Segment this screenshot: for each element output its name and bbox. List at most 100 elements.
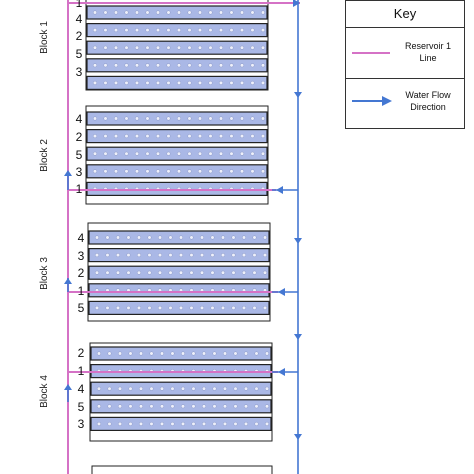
emitter-dot	[170, 386, 175, 391]
emitter-dot	[243, 351, 249, 356]
emitter-dot	[222, 386, 228, 391]
emitter-dot	[197, 116, 203, 121]
emitter-dot	[262, 270, 268, 275]
emitter-dot	[180, 421, 186, 426]
emitter-dot	[239, 116, 245, 121]
emitter-dot	[220, 270, 226, 275]
emitter-dot	[115, 253, 121, 258]
emitter-dot	[233, 351, 238, 356]
emitter-dot	[199, 305, 205, 310]
emitter-dot	[229, 63, 234, 68]
emitter-dot	[170, 404, 175, 409]
emitter-dot	[222, 421, 228, 426]
emitter-dot	[229, 169, 234, 174]
emitter-dot	[103, 45, 108, 50]
emitter-dot	[113, 45, 119, 50]
emitter-dot	[149, 351, 154, 356]
block-4-row-5-number: 3	[77, 417, 85, 431]
block-4-row-2-number: 1	[77, 364, 85, 378]
emitter-dot	[243, 386, 249, 391]
emitter-dot	[134, 63, 140, 68]
emitter-dot	[147, 270, 152, 275]
emitter-dot	[212, 421, 217, 426]
emitter-dot	[124, 134, 129, 139]
block-3-row-2-number: 3	[77, 249, 85, 263]
emitter-dot	[260, 28, 266, 33]
emitter-dot	[264, 404, 270, 409]
emitter-dot	[155, 45, 161, 50]
emitter-dot	[231, 253, 236, 258]
block-2-label: Block 2	[38, 139, 50, 172]
block-2-row-3-number: 5	[75, 148, 83, 162]
emitter-dot	[124, 151, 129, 156]
emitter-dot	[147, 305, 152, 310]
emitter-dot	[147, 253, 152, 258]
emitter-dot	[168, 270, 173, 275]
emitter-dot	[252, 305, 257, 310]
emitter-dot	[103, 80, 108, 85]
emitter-dot	[187, 80, 192, 85]
emitter-dot	[201, 351, 207, 356]
emitter-dot	[138, 404, 144, 409]
emitter-dot	[134, 80, 140, 85]
emitter-dot	[197, 45, 203, 50]
key-title: Key	[346, 1, 464, 28]
emitter-dot	[252, 253, 257, 258]
emitter-dot	[229, 116, 234, 121]
emitter-dot	[92, 45, 98, 50]
emitter-dot	[145, 80, 150, 85]
emitter-dot	[105, 305, 110, 310]
block-1-row-3-number: 2	[75, 29, 83, 43]
emitter-dot	[176, 45, 182, 50]
block-2-row-5-number: 1	[75, 182, 83, 196]
emitter-dot	[218, 169, 224, 174]
emitter-dot	[178, 253, 184, 258]
emitter-dot	[166, 63, 171, 68]
emitter-dot	[126, 253, 131, 258]
block-3-row-5-number: 5	[77, 301, 85, 315]
emitter-dot	[157, 253, 163, 258]
emitter-dot	[208, 10, 213, 15]
emitter-dot	[197, 151, 203, 156]
emitter-dot	[239, 10, 245, 15]
emitter-dot	[92, 134, 98, 139]
emitter-dot	[178, 235, 184, 240]
emitter-dot	[96, 386, 102, 391]
emitter-dot	[103, 134, 108, 139]
emitter-dot	[176, 10, 182, 15]
emitter-dot	[176, 116, 182, 121]
emitter-dot	[208, 28, 213, 33]
emitter-dot	[208, 63, 213, 68]
emitter-dot	[103, 63, 108, 68]
emitter-dot	[96, 421, 102, 426]
emitter-dot	[239, 169, 245, 174]
emitter-dot	[231, 305, 236, 310]
key-reservoir-label-line2: Line	[419, 53, 437, 63]
block-1-row-2-number: 4	[75, 12, 83, 26]
emitter-dot	[155, 169, 161, 174]
block-2-row-2-number: 2	[75, 130, 83, 144]
emitter-dot	[220, 305, 226, 310]
emitter-dot	[210, 305, 215, 310]
block-3-label: Block 3	[38, 257, 50, 290]
emitter-dot	[149, 404, 154, 409]
emitter-dot	[166, 134, 171, 139]
emitter-dot	[191, 351, 196, 356]
emitter-dot	[197, 169, 203, 174]
emitter-dot	[208, 169, 213, 174]
emitter-dot	[243, 421, 249, 426]
emitter-dot	[134, 45, 140, 50]
emitter-dot	[187, 169, 192, 174]
emitter-dot	[124, 80, 129, 85]
emitter-dot	[220, 253, 226, 258]
emitter-dot	[115, 235, 121, 240]
emitter-dot	[149, 386, 154, 391]
flow-arrow-down-2	[294, 238, 302, 244]
emitter-dot	[187, 45, 192, 50]
emitter-dot	[166, 169, 171, 174]
emitter-dot	[241, 305, 247, 310]
emitter-dot	[103, 169, 108, 174]
key-row-flow: Water Flow Direction	[346, 79, 464, 129]
emitter-dot	[239, 45, 245, 50]
block-1-label: Block 1	[38, 21, 50, 54]
